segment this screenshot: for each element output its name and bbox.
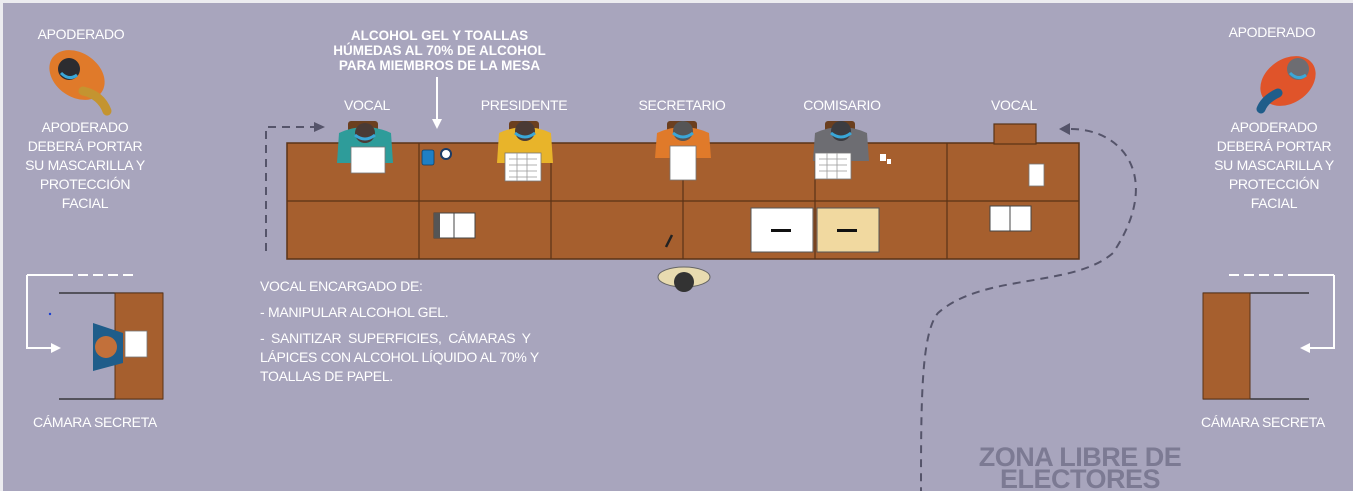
register-book-right: [989, 205, 1032, 232]
apoderado-left-title: APODERADO: [37, 26, 125, 42]
gel-pointer-arrow-icon: [432, 119, 442, 129]
vocal-task-1: - MANIPULAR ALCOHOL GEL.: [260, 304, 449, 320]
role-label-presidente: PRESIDENTE: [480, 97, 568, 113]
person-comisario: [813, 121, 891, 180]
flow-path-right: [920, 128, 1137, 491]
person-vocal-left: [337, 121, 393, 174]
register-book-left: [433, 212, 476, 239]
arrow-head-left-icon: [314, 122, 325, 132]
voting-booth-left: [26, 274, 164, 400]
wipes-icon: [440, 148, 452, 160]
role-label-secretario: SECRETARIO: [638, 97, 726, 113]
paper-sheet: [1028, 163, 1045, 187]
empty-chair: [993, 123, 1037, 145]
apoderado-right-title: APODERADO: [1228, 24, 1316, 40]
role-label-comisario: COMISARIO: [803, 97, 881, 113]
vocal-tasks-title: VOCAL ENCARGADO DE:: [260, 278, 423, 294]
voting-booth-right: [1202, 274, 1335, 400]
role-label-vocal-right: VOCAL: [991, 97, 1037, 113]
apoderado-left-figure: [49, 50, 112, 116]
person-secretario: [655, 121, 711, 181]
vocal-tasks: VOCAL ENCARGADO DE: - MANIPULAR ALCOHOL …: [260, 277, 600, 386]
pen-icon: [664, 234, 674, 248]
camara-secreta-left-label: CÁMARA SECRETA: [33, 414, 157, 430]
vocal-task-2: - SANITIZAR SUPERFICIES, CÁMARAS Y LÁPIC…: [260, 330, 539, 384]
apoderado-right-figure: [1256, 56, 1316, 114]
role-label-vocal-left: VOCAL: [344, 97, 390, 113]
diagram-artwork: [26, 50, 1335, 491]
flow-path-left: [265, 126, 315, 251]
person-presidente: [497, 121, 553, 182]
apoderado-right-note: APODERADO DEBERÁ PORTAR SU MASCARILLA Y …: [1214, 119, 1334, 211]
camara-secreta-right-label: CÁMARA SECRETA: [1201, 414, 1325, 430]
voter-figure: [657, 266, 711, 292]
zona-libre-label: ZONA LIBRE DE ELECTORES: [978, 442, 1182, 491]
gel-heading: ALCOHOL GEL Y TOALLAS HÚMEDAS AL 70% DE …: [333, 28, 546, 73]
gel-bottle-icon: [421, 149, 435, 166]
arrow-head-right-icon: [1059, 123, 1070, 135]
apoderado-left-note: APODERADO DEBERÁ PORTAR SU MASCARILLA Y …: [25, 119, 145, 211]
